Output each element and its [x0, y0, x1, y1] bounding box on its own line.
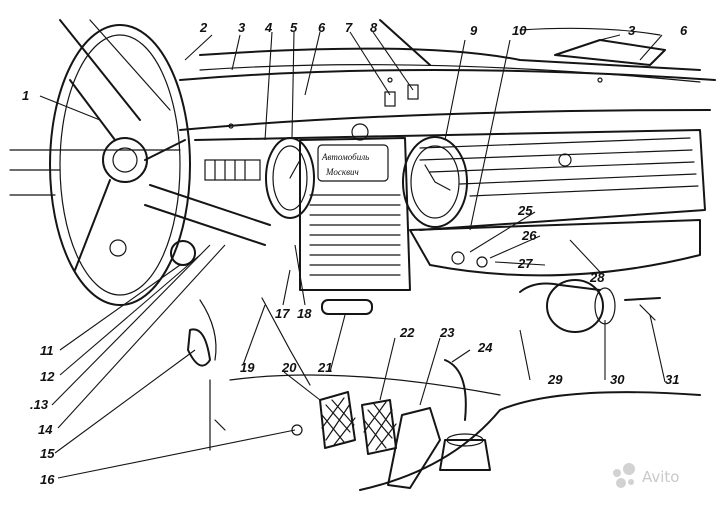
- label-21: 21: [317, 360, 332, 375]
- label-9: 9: [470, 23, 478, 38]
- label-26: 26: [521, 228, 537, 243]
- gear-lever: [439, 359, 491, 471]
- label-1: 1: [22, 88, 29, 103]
- watermark-text: Avito: [642, 468, 680, 486]
- badge-line-2: Москвич: [325, 167, 359, 177]
- label-5: 5: [290, 20, 298, 35]
- clutch-pedal: [319, 391, 356, 449]
- label-14: 14: [38, 422, 53, 437]
- pedals: [291, 391, 441, 489]
- label-11: 11: [40, 343, 54, 358]
- name-badge: [317, 144, 389, 182]
- label-20: 20: [281, 360, 297, 375]
- label-18: 18: [297, 306, 312, 321]
- callout-labels: 2 3 4 5 6 7 8 9 10 3 6 1 25 26 27 28 17 …: [22, 20, 688, 487]
- label-31: 31: [665, 372, 679, 387]
- label-10: 10: [512, 23, 527, 38]
- label-3-right: 3: [628, 23, 636, 38]
- label-29: 29: [547, 372, 563, 387]
- badge-line-1: Автомобиль: [321, 152, 369, 162]
- column-knob: [170, 240, 196, 266]
- leader-lines: [39, 31, 666, 479]
- label-17: 17: [275, 306, 290, 321]
- label-24: 24: [477, 340, 493, 355]
- choke-knob: [187, 297, 373, 386]
- lower-rail: [409, 219, 701, 277]
- heater-unit: [519, 279, 661, 333]
- label-12: 12: [40, 369, 55, 384]
- watermark-logo-icon: [613, 469, 621, 477]
- label-2: 2: [199, 20, 208, 35]
- label-16: 16: [40, 472, 55, 487]
- label-4: 4: [264, 20, 273, 35]
- switch-26: [476, 256, 488, 268]
- dashboard-body: [9, 69, 716, 231]
- label-6-left: 6: [318, 20, 326, 35]
- label-25: 25: [517, 203, 533, 218]
- label-22: 22: [399, 325, 415, 340]
- speedometer-gauge: [204, 137, 315, 219]
- visor-brackets: [384, 84, 419, 107]
- label-7: 7: [345, 20, 353, 35]
- accelerator-pedal: [387, 407, 441, 489]
- floor: [209, 374, 701, 491]
- label-8: 8: [370, 20, 378, 35]
- label-3-left: 3: [238, 20, 246, 35]
- label-30: 30: [610, 372, 625, 387]
- switch-25: [451, 251, 465, 265]
- label-19: 19: [240, 360, 255, 375]
- label-23: 23: [439, 325, 455, 340]
- clock-gauge: [402, 136, 468, 228]
- center-grille: Автомобиль Москвич: [299, 123, 411, 291]
- steering-column: [109, 184, 271, 266]
- label-15: 15: [40, 446, 55, 461]
- label-6-right: 6: [680, 23, 688, 38]
- label-27: 27: [517, 256, 533, 271]
- steering-wheel: [49, 24, 191, 306]
- label-28: 28: [589, 270, 605, 285]
- watermark: Avito: [613, 463, 680, 488]
- label-13: .13: [30, 397, 49, 412]
- bolt-16: [291, 424, 303, 436]
